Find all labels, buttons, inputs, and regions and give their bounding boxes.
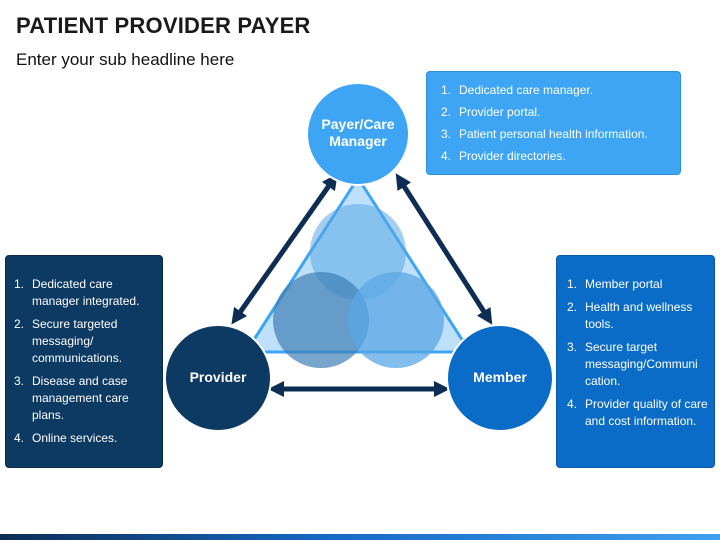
- bottom-accent-bar: [0, 534, 720, 540]
- venn-circle-right: [348, 272, 444, 368]
- member-info-box: 1.Member portal 2.Health and wellness to…: [556, 255, 715, 468]
- page-title: PATIENT PROVIDER PAYER: [16, 13, 311, 38]
- list-item: 3.Disease and case management care plans…: [14, 374, 129, 423]
- list-item: 4.Provider quality of care and cost info…: [567, 397, 708, 429]
- member-label: Member: [473, 369, 527, 386]
- arrow-payer-provider: [231, 173, 338, 325]
- list-item: 1.Dedicated care manager integrated.: [14, 277, 140, 309]
- list-item: 3.Patient personal health information.: [441, 127, 648, 142]
- payer-circle: [306, 82, 410, 186]
- member-circle: [446, 324, 554, 432]
- provider-label: Provider: [189, 369, 247, 386]
- payer-info-box: 1.Dedicated care manager. 2.Provider por…: [426, 71, 681, 175]
- list-item: 2.Health and wellness tools.: [567, 300, 693, 332]
- arrow-payer-member: [395, 173, 493, 325]
- list-item: 2.Secure targeted messaging/ communicati…: [14, 317, 123, 366]
- payer-label: Payer/Care Manager: [321, 115, 395, 150]
- list-item: 2.Provider portal.: [441, 105, 541, 120]
- list-item: 1.Member portal: [567, 277, 663, 291]
- list-item: 1.Dedicated care manager.: [441, 83, 594, 97]
- provider-info-box: 1.Dedicated care manager integrated. 2.S…: [5, 255, 163, 468]
- list-item: 4.Online services.: [14, 431, 118, 446]
- provider-circle: [164, 324, 272, 432]
- list-item: 4.Provider directories.: [441, 149, 566, 164]
- list-item: 3.Secure target messaging/Communi cation…: [567, 340, 698, 389]
- page-subtitle: Enter your sub headline here: [16, 50, 235, 69]
